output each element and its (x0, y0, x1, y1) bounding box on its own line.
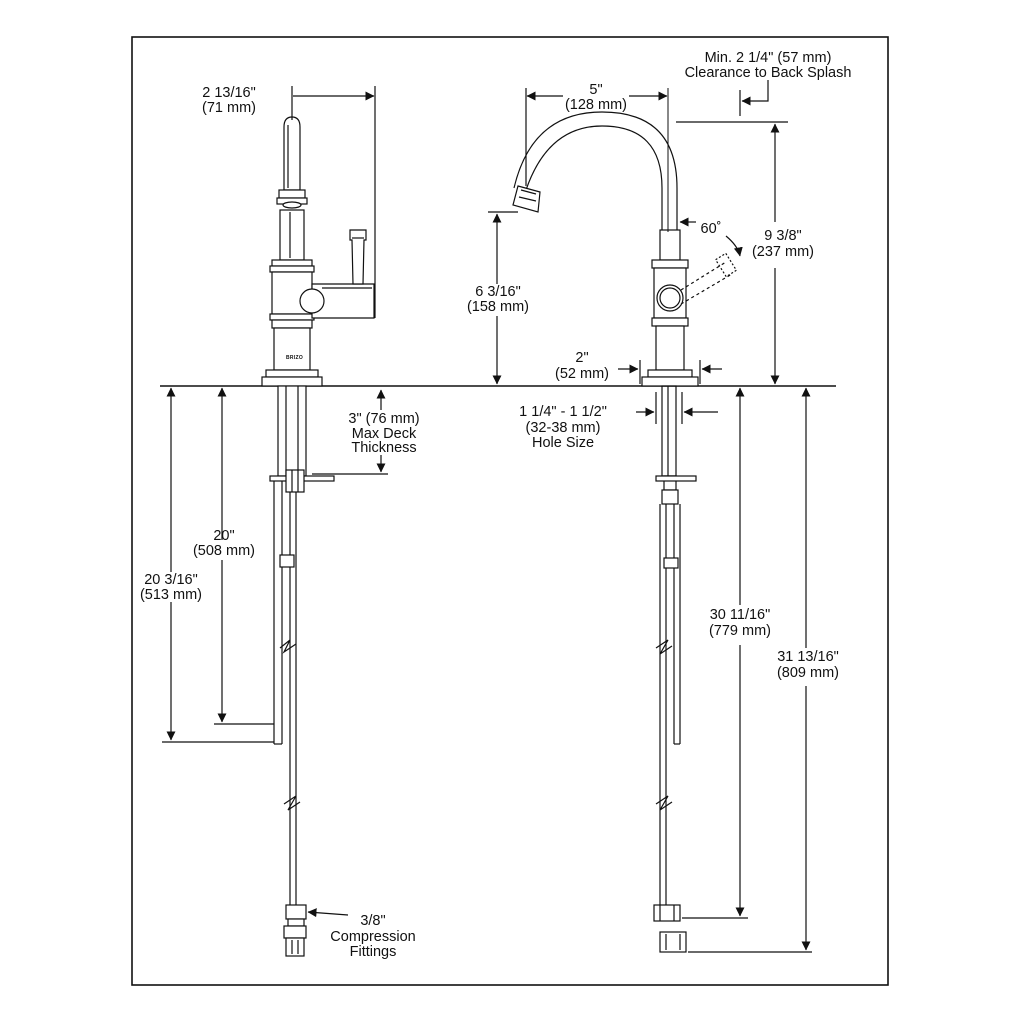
hole-size-line3: Hole Size (532, 435, 594, 451)
overall-below-deck-imperial: 20 3/16" (144, 572, 198, 588)
drawing-border (131, 36, 889, 986)
overall-height-metric: (237 mm) (752, 244, 814, 260)
reach-top-imperial: 2 13/16" (202, 85, 256, 101)
backsplash-line2: Clearance to Back Splash (685, 65, 852, 81)
spout-height-metric: (158 mm) (467, 299, 529, 315)
fittings-line1: 3/8" (360, 913, 385, 929)
hole-size-line2: (32-38 mm) (526, 420, 601, 436)
hole-size-line1: 1 1/4" - 1 1/2" (519, 404, 607, 420)
spout-height-imperial: 6 3/16" (475, 284, 520, 300)
brand-mark: BRIZO (286, 355, 303, 361)
overall-below-deck-metric: (513 mm) (140, 587, 202, 603)
dimension-lines (162, 80, 812, 953)
backsplash-line1: Min. 2 1/4" (57 mm) (705, 50, 832, 66)
max-deck-line3: Thickness (351, 440, 416, 456)
shank-length-imperial: 20" (213, 528, 234, 544)
spout-reach-imperial: 5" (589, 82, 602, 98)
max-deck-line1: 3" (76 mm) (348, 411, 419, 427)
side-view-faucet (261, 116, 375, 957)
overall-supply-metric: (809 mm) (777, 665, 839, 681)
side-view-labels: 2 13/16" (71 mm) 3" (76 mm) Max Deck Thi… (140, 85, 420, 960)
handle-angle: 60˚ (701, 221, 722, 237)
supply-length-metric: (779 mm) (709, 623, 771, 639)
spout-reach-metric: (128 mm) (565, 97, 627, 113)
reach-top-metric: (71 mm) (202, 100, 256, 116)
overall-supply-imperial: 31 13/16" (777, 649, 839, 665)
max-deck-line2: Max Deck (352, 426, 417, 442)
base-diameter-metric: (52 mm) (555, 366, 609, 382)
fittings-line3: Fittings (350, 944, 397, 960)
base-diameter-imperial: 2" (575, 350, 588, 366)
overall-height-imperial: 9 3/8" (764, 228, 801, 244)
front-view-faucet (512, 88, 738, 953)
shank-length-metric: (508 mm) (193, 543, 255, 559)
fittings-line2: Compression (330, 929, 415, 945)
supply-length-imperial: 30 11/16" (710, 607, 771, 623)
front-view-labels: Min. 2 1/4" (57 mm) Clearance to Back Sp… (467, 50, 851, 681)
